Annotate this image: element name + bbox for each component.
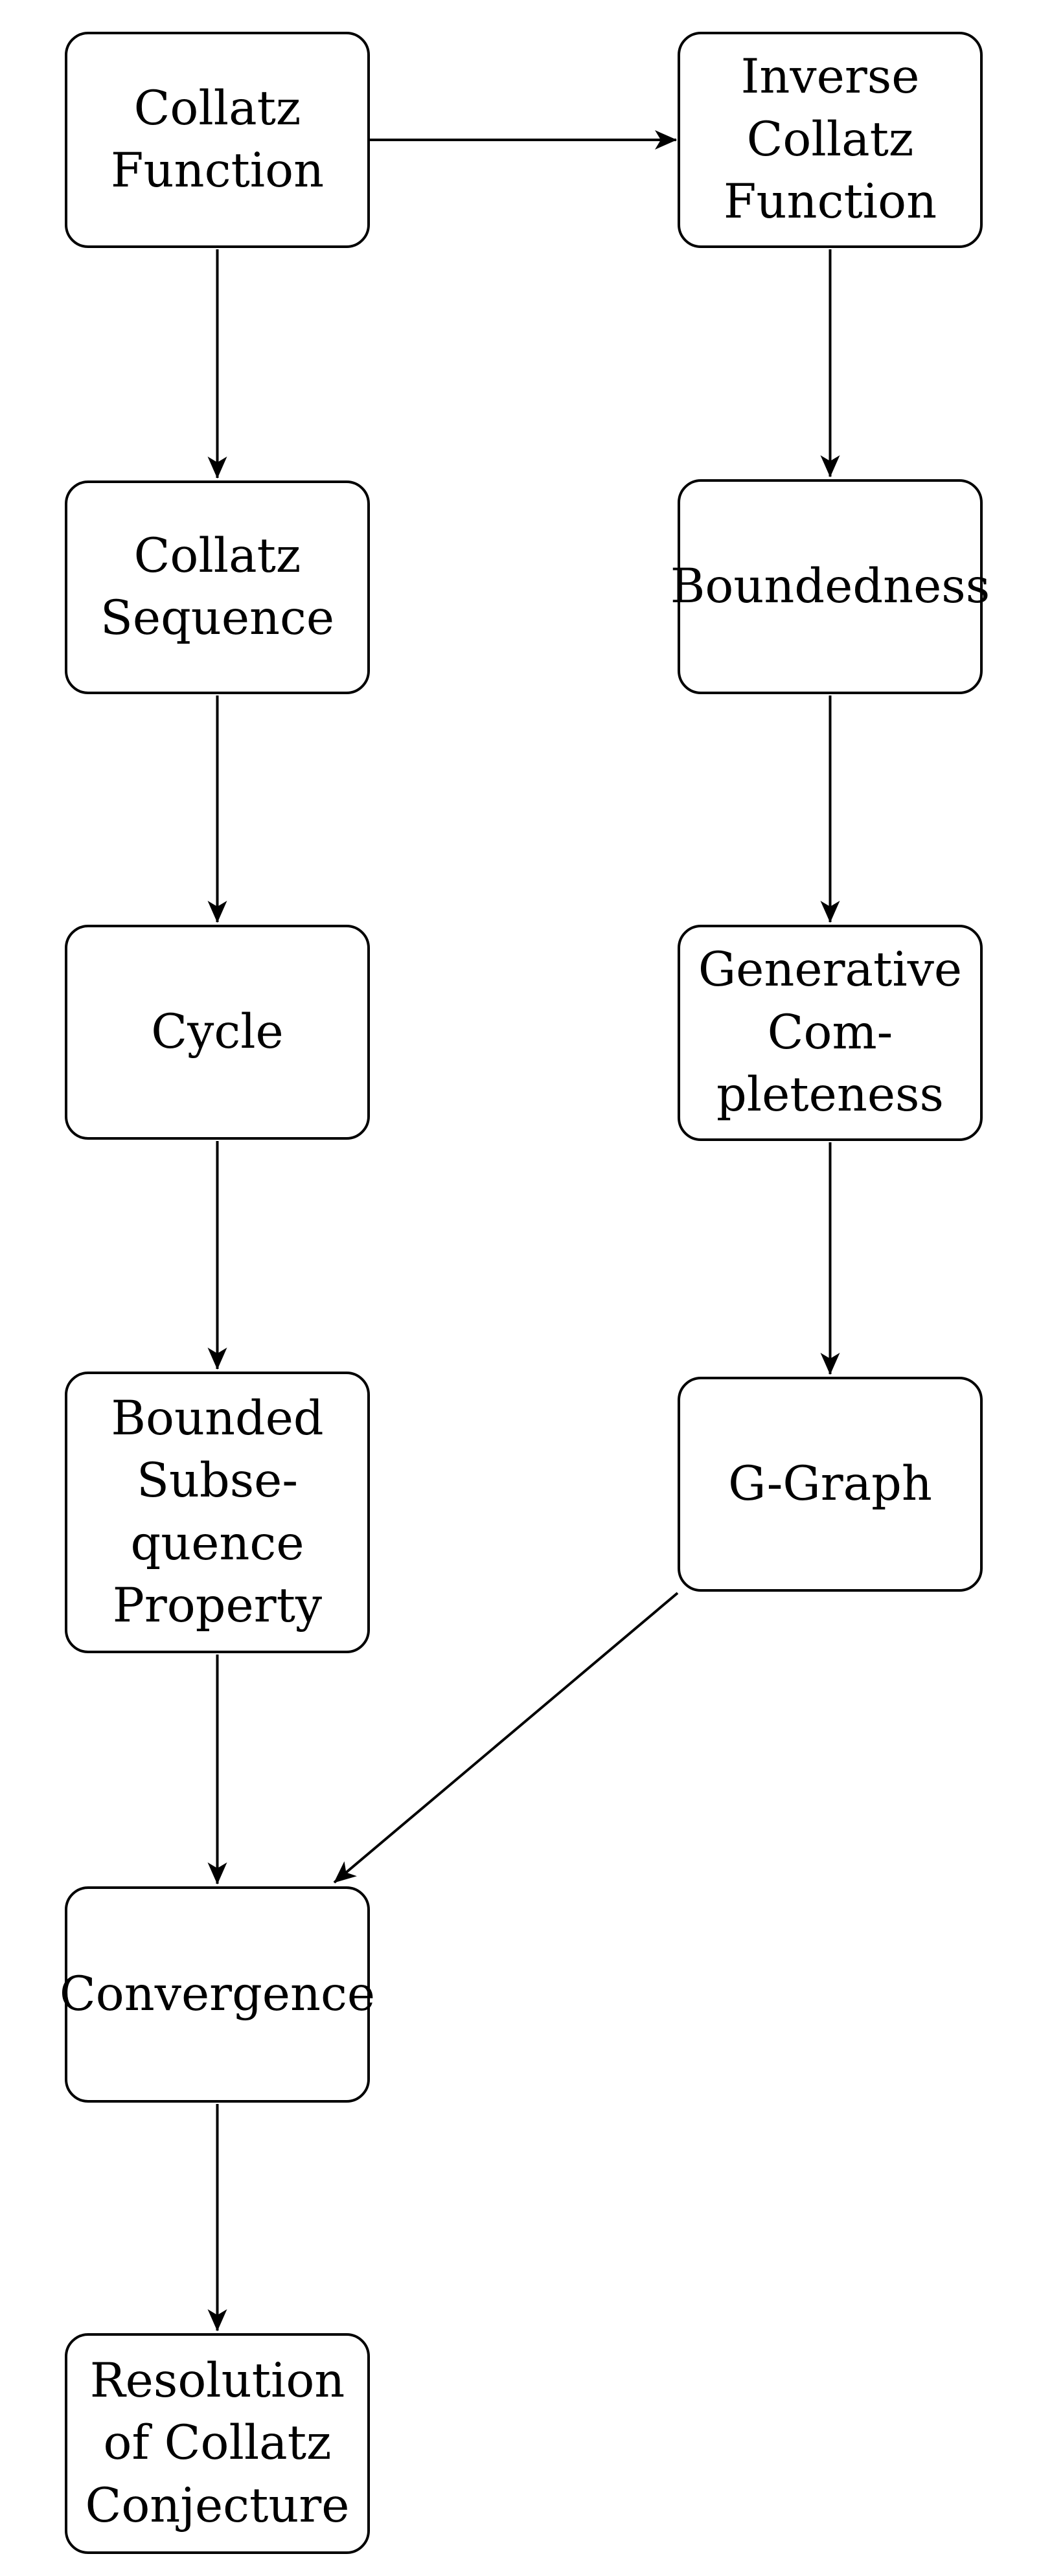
node-label-bounded-subsequence-property: Bounded Subse- quence Property <box>111 1390 324 1633</box>
node-bounded-subsequence-property: Bounded Subse- quence Property <box>65 1372 370 1653</box>
node-label-inverse-collatz-function: Inverse Collatz Function <box>723 49 937 230</box>
edge-g-graph-to-convergence <box>333 1592 679 1884</box>
node-inverse-collatz-function: Inverse Collatz Function <box>678 32 983 248</box>
node-collatz-sequence: Collatz Sequence <box>65 480 370 694</box>
node-collatz-function: Collatz Function <box>65 32 370 248</box>
node-label-generative-completeness: Generative Com- pleteness <box>698 942 963 1123</box>
node-g-graph: G-Graph <box>678 1377 983 1592</box>
node-generative-completeness: Generative Com- pleteness <box>678 925 983 1141</box>
node-label-boundedness: Boundedness <box>670 558 990 614</box>
node-label-convergence: Convergence <box>59 1966 376 2022</box>
node-label-g-graph: G-Graph <box>728 1456 932 1511</box>
node-label-collatz-function: Collatz Function <box>110 80 325 198</box>
node-convergence: Convergence <box>60 1886 375 2103</box>
node-resolution-of-collatz-conjecture: Resolution of Collatz Conjecture <box>65 2333 370 2554</box>
node-label-resolution-of-collatz-conjecture: Resolution of Collatz Conjecture <box>85 2353 350 2533</box>
node-label-collatz-sequence: Collatz Sequence <box>100 528 335 646</box>
node-label-cycle: Cycle <box>151 1004 284 1059</box>
node-cycle: Cycle <box>65 925 370 1140</box>
node-boundedness: Boundedness <box>670 479 990 694</box>
